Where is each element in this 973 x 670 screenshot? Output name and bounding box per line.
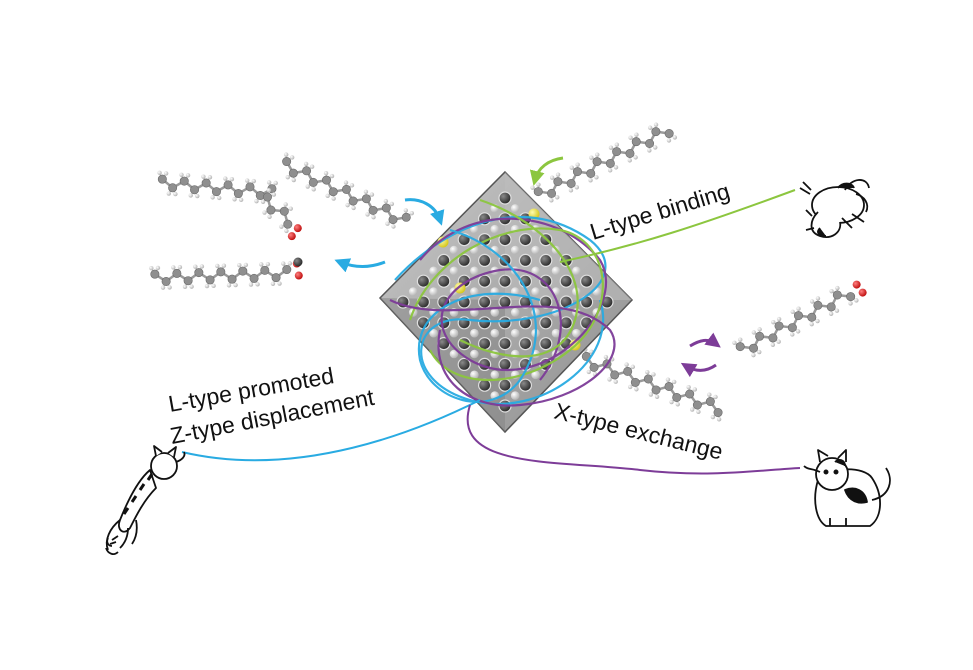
arrow-icon	[680, 362, 717, 378]
ligand-chains	[149, 122, 867, 422]
cat-icon	[799, 179, 870, 238]
arrow-icon	[689, 332, 721, 348]
reaction-arrows	[334, 156, 721, 378]
z-displacement-string	[181, 399, 481, 462]
arrow-icon	[334, 258, 386, 273]
cat-icon	[803, 449, 891, 527]
ligand-chain-icon	[732, 280, 867, 358]
ligand-chain-icon	[157, 170, 278, 204]
ligand-chain-icon	[282, 152, 415, 229]
nanocrystal-icon	[378, 170, 634, 434]
ligand-chain-icon	[530, 122, 678, 203]
ligand-chain-icon	[149, 259, 303, 290]
cat-strings	[181, 189, 801, 475]
label-l-type-binding: L-type binding	[587, 178, 733, 245]
x-exchange-string	[466, 404, 801, 475]
ligand-chain-icon	[262, 188, 302, 241]
l-binding-string	[559, 189, 796, 263]
arrow-icon	[404, 198, 445, 226]
arrow-icon	[529, 156, 564, 186]
cat-icon	[105, 445, 186, 555]
